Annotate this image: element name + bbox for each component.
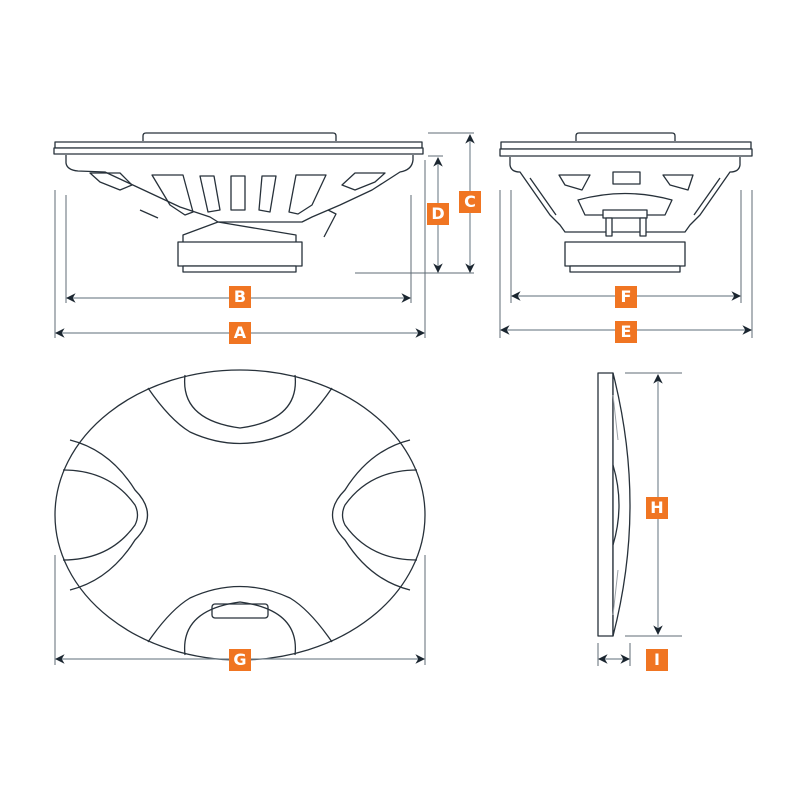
speaker-front-view — [54, 369, 426, 661]
dimension-label-g: G — [229, 649, 251, 671]
speaker-side-view-long — [53, 132, 424, 273]
speaker-profile-view — [597, 372, 631, 637]
dimension-label-a: A — [229, 322, 251, 344]
dimension-label-i: I — [646, 649, 668, 671]
dimension-label-h: H — [646, 497, 668, 519]
dimension-label-e: E — [615, 321, 637, 343]
dimension-label-d: D — [427, 203, 449, 225]
dimension-label-b: B — [229, 286, 251, 308]
dimension-label-c: C — [459, 191, 481, 213]
dimension-label-f: F — [615, 286, 637, 308]
speaker-side-view-short — [499, 132, 753, 273]
